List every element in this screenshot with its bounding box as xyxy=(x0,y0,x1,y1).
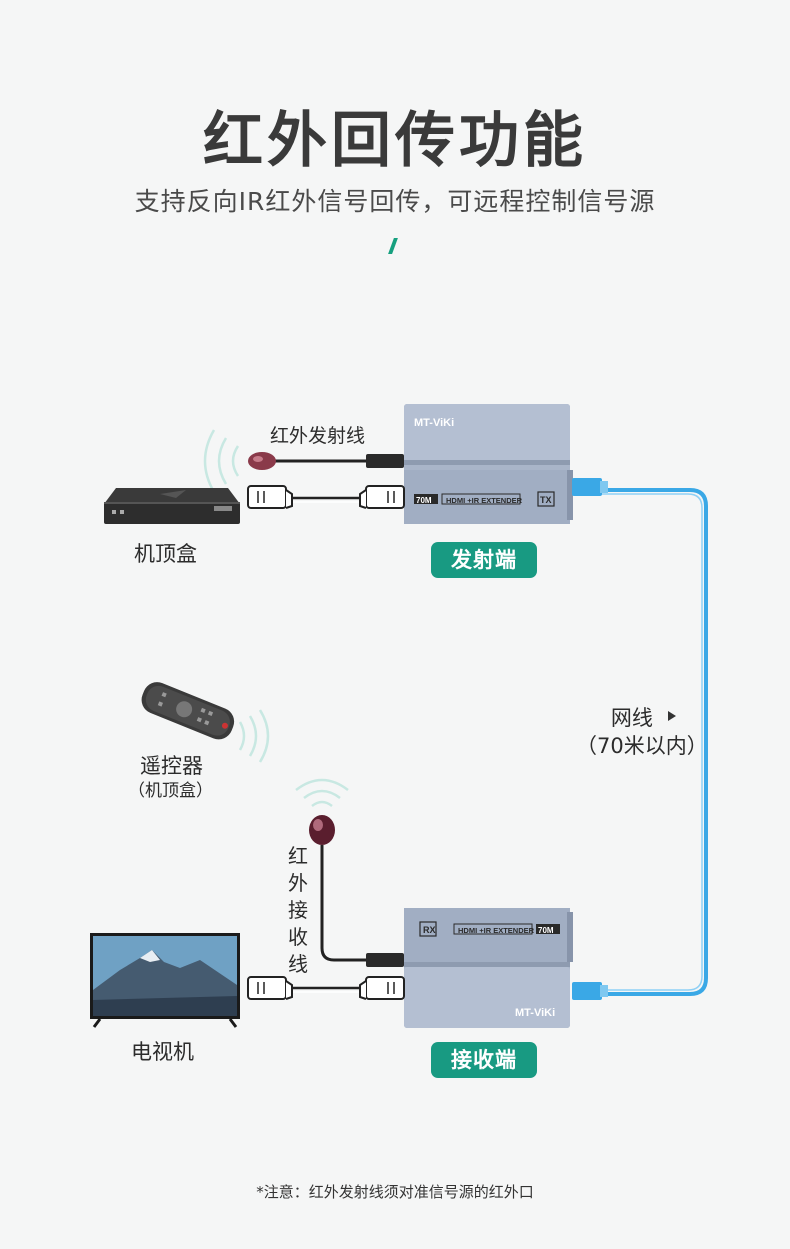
transmitter-badge: 发射端 xyxy=(431,542,537,578)
rx-brand: MT-ViKi xyxy=(515,1007,555,1019)
ir-wave-remote xyxy=(238,709,270,763)
remote-control-icon xyxy=(141,682,235,740)
tv-icon xyxy=(90,933,240,1028)
rx-product: HDMI +IR EXTENDER xyxy=(458,926,535,935)
network-range: （70米以内） xyxy=(576,734,708,758)
remote-label: 遥控器 xyxy=(140,754,203,778)
tx-brand: MT-ViKi xyxy=(414,417,454,429)
page-title: 红外回传功能 xyxy=(203,106,587,176)
tx-product: HDMI +IR EXTENDER xyxy=(446,496,523,505)
rx-model: 70M xyxy=(538,926,554,935)
network-cable xyxy=(598,488,708,996)
ir-transmit-label: 红外发射线 xyxy=(270,425,366,447)
ir-receiver-head xyxy=(309,815,335,845)
page-subtitle: 支持反向IR红外信号回传，可远程控制信号源 xyxy=(134,187,656,216)
tx-tag: TX xyxy=(540,495,552,505)
ir-receive-label: 红外接收线 xyxy=(288,844,308,976)
ir-wave-rx xyxy=(295,778,349,808)
ir-receive-cable xyxy=(320,845,370,962)
hdmi-plug-right-rx xyxy=(359,976,405,1000)
network-arrow-icon xyxy=(668,711,676,721)
transmitter-unit xyxy=(404,404,608,524)
set-top-box-icon xyxy=(104,488,240,524)
tv-label: 电视机 xyxy=(131,1040,194,1064)
ir-emitter-head xyxy=(248,452,276,470)
remote-note: （机顶盒） xyxy=(128,781,213,801)
network-label-block: 网线 （70米以内） xyxy=(576,704,708,760)
rx-tag: RX xyxy=(423,925,436,935)
network-label: 网线 xyxy=(610,706,653,730)
hdmi-plug-left-rx xyxy=(247,976,293,1000)
set-top-box-label: 机顶盒 xyxy=(134,542,197,566)
hdmi-plug-right-tx xyxy=(359,485,405,509)
ir-wave-tx xyxy=(203,429,240,493)
footnote: *注意：红外发射线须对准信号源的红外口 xyxy=(256,1183,534,1201)
receiver-badge: 接收端 xyxy=(431,1042,537,1078)
receiver-unit xyxy=(404,908,608,1028)
hdmi-plug-left-tx xyxy=(247,485,293,509)
tx-model: 70M xyxy=(416,496,432,505)
